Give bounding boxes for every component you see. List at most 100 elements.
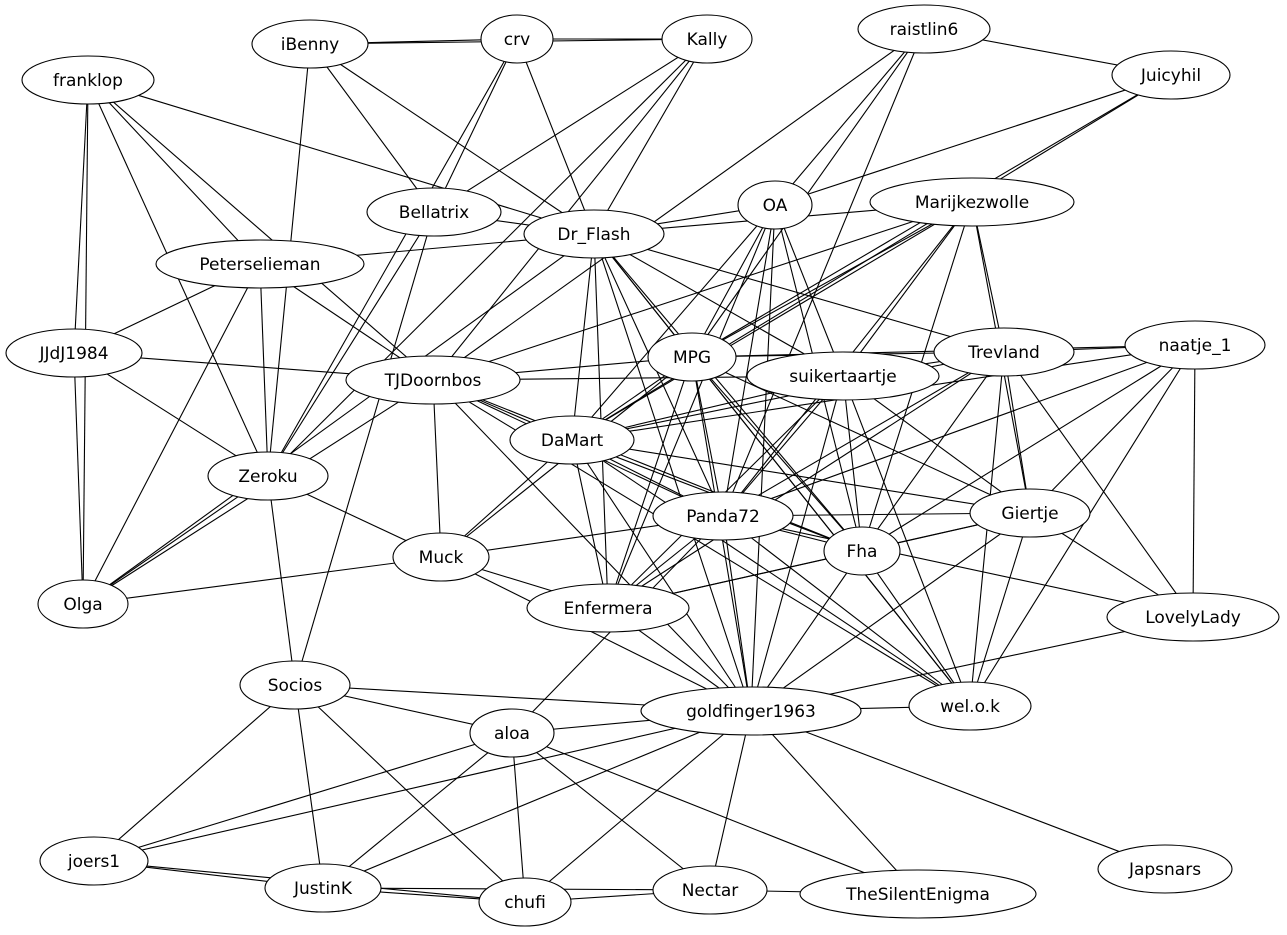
edge-Muck-goldfinger1963	[440, 556, 752, 712]
node-Muck: Muck	[392, 532, 490, 582]
node-ellipse	[39, 836, 149, 886]
node-ellipse	[366, 187, 502, 237]
node-crv: crv	[480, 14, 554, 64]
edge-goldfinger1963-Japsnars	[750, 710, 1166, 870]
node-ellipse	[1124, 320, 1266, 370]
node-naatje_1: naatje_1	[1124, 320, 1266, 370]
edge-OA-suikertaartje	[774, 204, 844, 377]
node-DaMart: DaMart	[509, 415, 635, 465]
node-label: Juicyhil	[1140, 66, 1201, 86]
edge-goldfinger1963-JustinK	[322, 710, 752, 889]
node-LovelyLady: LovelyLady	[1106, 592, 1280, 642]
edge-franklop-Peterselieman	[87, 79, 261, 265]
node-label: Peterselieman	[199, 255, 320, 275]
edge-Peterselieman-Olga	[82, 263, 261, 605]
edge-Fha-goldfinger1963	[750, 550, 863, 712]
edge-MPG-Fha	[691, 356, 863, 552]
node-label: OA	[763, 196, 788, 216]
node-ellipse	[155, 239, 365, 289]
edge-Giertje-goldfinger1963	[750, 512, 1031, 712]
node-label: Bellatrix	[399, 203, 469, 223]
node-label: Giertje	[1001, 504, 1058, 524]
node-Kally: Kally	[661, 14, 753, 64]
edge-Trevland-LovelyLady	[1003, 351, 1194, 618]
node-label: aloa	[494, 724, 530, 744]
edge-goldfinger1963-joers1	[93, 710, 752, 862]
edge-iBenny-Bellatrix	[309, 43, 435, 213]
edge-aloa-Nectar	[511, 732, 711, 891]
node-chufi: chufi	[478, 877, 572, 927]
node-ellipse	[264, 863, 382, 913]
node-label: TJDoornbos	[384, 371, 482, 391]
node-label: joers1	[67, 852, 120, 872]
edge-Zeroku-Olga	[82, 475, 269, 605]
edge-Socios-chufi	[294, 684, 526, 903]
node-label: Fha	[847, 542, 878, 562]
node-JustinK: JustinK	[264, 863, 382, 913]
node-label: goldfinger1963	[686, 702, 816, 722]
node-Japsnars: Japsnars	[1097, 844, 1233, 894]
edge-OA-DaMart	[571, 204, 776, 441]
node-label: suikertaartje	[789, 367, 896, 387]
edge-Trevland-Giertje	[1003, 351, 1031, 514]
edge-Dr_Flash-suikertaartje	[593, 233, 844, 377]
edge-crv-Dr_Flash	[516, 38, 595, 235]
edge-aloa-JustinK	[322, 732, 513, 889]
node-ellipse	[37, 579, 129, 629]
edge-aloa-joers1	[93, 732, 513, 862]
edge-TJDoornbos-goldfinger1963	[432, 379, 752, 712]
node-Juicyhil: Juicyhil	[1111, 50, 1231, 100]
edge-Trevland-Panda72	[722, 351, 1005, 517]
node-ellipse	[1097, 844, 1233, 894]
node-Fha: Fha	[823, 526, 901, 576]
edge-Dr_Flash-Fha	[593, 233, 863, 552]
node-ellipse	[969, 488, 1091, 538]
edge-Muck-Olga	[82, 556, 442, 605]
node-aloa: aloa	[469, 708, 555, 758]
edge-DaMart-wel.o.k	[571, 439, 971, 707]
edge-MPG-Panda72	[691, 356, 724, 517]
node-ellipse	[5, 328, 143, 378]
edge-naatje_1-LovelyLady	[1192, 344, 1196, 618]
edge-naatje_1-Fha	[861, 344, 1196, 552]
node-label: Marijkezwolle	[915, 193, 1029, 213]
edge-franklop-JJdJ1984	[73, 79, 89, 354]
edge-aloa-chufi	[511, 732, 526, 903]
node-ellipse	[478, 877, 572, 927]
node-label: chufi	[504, 893, 546, 913]
node-wel.o.k: wel.o.k	[908, 681, 1032, 731]
edge-Trevland-Fha	[861, 351, 1005, 552]
node-Dr_Flash: Dr_Flash	[523, 209, 665, 259]
edge-Kally-TJDoornbos	[432, 38, 708, 381]
node-ellipse	[526, 583, 690, 633]
node-ellipse	[799, 869, 1037, 919]
edge-TJDoornbos-Muck	[432, 379, 442, 558]
node-ellipse	[392, 532, 490, 582]
node-Olga: Olga	[37, 579, 129, 629]
edge-raistlin6-MPG	[691, 28, 925, 358]
edge-Marijkezwolle-DaMart	[571, 201, 973, 441]
node-ellipse	[239, 660, 351, 710]
node-ellipse	[480, 14, 554, 64]
edge-franklop-Dr_Flash	[87, 79, 595, 235]
node-label: TheSilentEnigma	[845, 885, 990, 905]
edge-Juicyhil-OA	[774, 74, 1172, 206]
node-ellipse	[908, 681, 1032, 731]
node-Socios: Socios	[239, 660, 351, 710]
edge-JJdJ1984-Olga	[73, 352, 84, 605]
node-label: Socios	[268, 676, 323, 696]
node-Bellatrix: Bellatrix	[366, 187, 502, 237]
edge-goldfinger1963-chufi	[524, 710, 752, 903]
edge-franklop-TJDoornbos	[87, 79, 434, 381]
edge-Marijkezwolle-MPG	[691, 201, 973, 358]
edge-Socios-JustinK	[294, 684, 324, 889]
node-label: wel.o.k	[940, 697, 1000, 717]
edge-Dr_Flash-DaMart	[571, 233, 595, 441]
edge-Socios-joers1	[93, 684, 296, 862]
node-TJDoornbos: TJDoornbos	[345, 355, 521, 405]
node-label: Trevland	[967, 343, 1040, 363]
node-label: Olga	[63, 595, 102, 615]
edge-crv-Bellatrix	[433, 38, 518, 213]
node-ellipse	[647, 332, 737, 382]
